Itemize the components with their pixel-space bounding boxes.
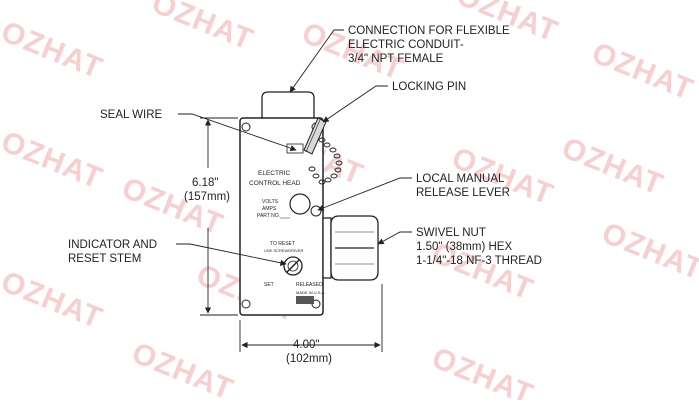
manufacturer-logo [296,296,314,304]
swivel-nut-label-line2: 1.50" (38mm) HEX [416,241,512,253]
locking-pin-label: LOCKING PIN [392,81,466,93]
panel-title-line2: CONTROL HEAD [249,180,301,187]
callout-locking-pin: LOCKING PIN [322,81,466,123]
panel-volts: VOLTS [262,199,279,205]
height-dimension [200,117,238,316]
watermark: OZHAT [557,131,668,201]
callout-indicator: INDICATOR AND RESET STEM [68,239,287,266]
conduit-label-line2: ELECTRIC CONDUIT- [348,39,464,51]
panel-set: SET [264,282,274,288]
panel-part-no: PART NO. [257,213,280,219]
height-mm: (157mm) [184,191,230,203]
manual-release-lever [289,193,322,217]
watermark: OZHAT [127,336,238,400]
width-mm: (102mm) [286,353,332,365]
panel-amps: AMPS [262,206,277,212]
watermark: OZHAT [0,125,107,195]
width-dimension [239,284,383,352]
screw-icon [241,122,251,132]
manual-release-label-line1: LOCAL MANUAL [416,173,505,185]
callout-conduit: CONNECTION FOR FLEXIBLE ELECTRIC CONDUIT… [289,25,510,93]
panel-made-in: MADE IN U.S.A. [296,290,325,295]
width-inches: 4.00" [293,339,319,351]
watermark: OZHAT [587,36,698,106]
seal-tag [286,143,304,154]
conduit-label-line1: CONNECTION FOR FLEXIBLE [348,25,510,37]
seal-wire-label: SEAL WIRE [100,109,163,121]
callout-swivel-nut: SWIVEL NUT 1.50" (38mm) HEX 1-1/4"-18 NF… [377,227,542,267]
indicator-label-line2: RESET STEM [68,253,141,265]
panel-title-line1: ELECTRIC [258,170,290,177]
conduit-boss [261,91,315,118]
height-inches: 6.18" [192,177,218,189]
callout-seal-wire: SEAL WIRE [100,109,297,152]
swivel-nut-label-line1: SWIVEL NUT [416,227,486,239]
indicator-label-line1: INDICATOR AND [68,239,157,251]
screw-icon [241,299,251,309]
swivel-nut [322,215,379,281]
watermark: OZHAT [597,216,699,286]
callout-manual-release: LOCAL MANUAL RELEASE LEVER [317,173,510,211]
watermark: OZHAT [427,341,538,400]
panel-to-reset: TO RESET [270,241,295,247]
manual-release-label-line2: RELEASE LEVER [416,187,510,199]
watermark: OZHAT [147,0,258,57]
indicator-reset-stem [283,256,303,276]
watermark: OZHAT [0,265,107,335]
watermark: OZHAT [0,15,107,85]
panel-use-screwdriver: USE SCREWDRIVER [264,248,303,253]
swivel-nut-label-line3: 1-1/4"-18 NF-3 THREAD [416,255,542,267]
conduit-label-line3: 3/4" NPT FEMALE [348,53,444,65]
seal-chain [308,137,343,185]
panel-released: RELEASED [296,282,323,288]
